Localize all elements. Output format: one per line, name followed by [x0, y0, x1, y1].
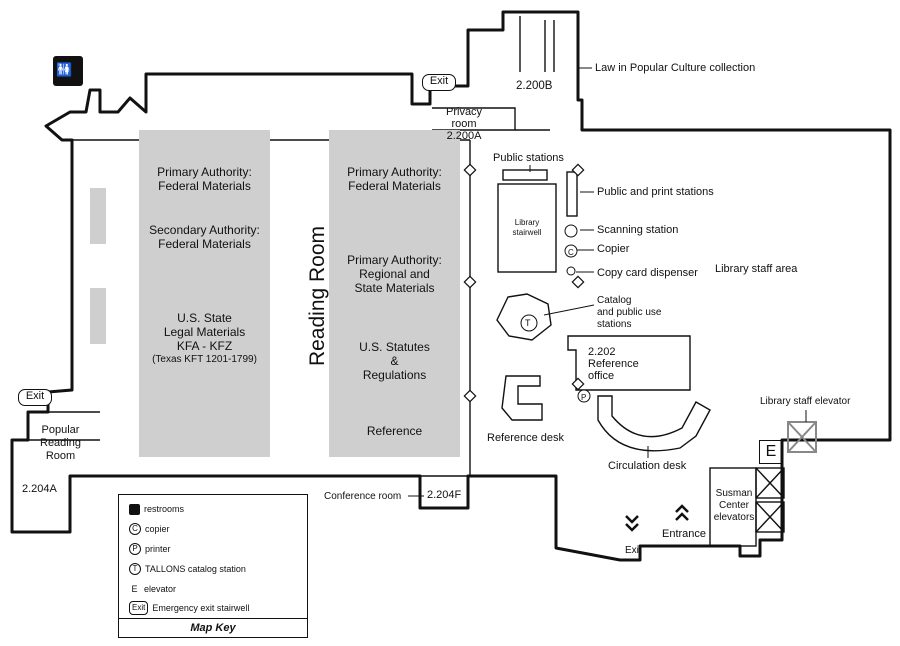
library-staff-area: Library staff area	[715, 263, 798, 275]
shelf-label-left-2: Secondary Authority:Federal Materials	[149, 223, 260, 251]
elevator-symbol: E	[759, 440, 783, 464]
copy-card-dispenser-label: Copy card dispenser	[597, 267, 698, 279]
key-row-catalog: T TALLONS catalog station	[129, 563, 246, 575]
restroom-key-icon	[129, 503, 140, 515]
copier-key-icon: C	[129, 523, 141, 535]
reference-desk-shape	[501, 375, 543, 421]
reference-desk-label: Reference desk	[487, 432, 565, 444]
staff-elevator	[787, 421, 817, 453]
room-2204a: 2.204A	[22, 483, 57, 495]
circulation-desk-shape	[597, 395, 711, 452]
shelf-block-right	[329, 130, 460, 457]
key-row-exit: Exit Emergency exit stairwell	[129, 601, 249, 615]
exit-arrow-label: Exit	[625, 545, 642, 556]
map-key: restrooms C copier P printer T TALLONS c…	[118, 494, 308, 638]
key-row-elevator: E elevator	[129, 583, 176, 595]
shelf-label-right-1: Primary Authority:Federal Materials	[347, 165, 442, 193]
room-2200b: 2.200B	[516, 80, 553, 92]
key-row-copier: C copier	[129, 523, 170, 535]
shelf-label-right-4: Reference	[366, 424, 423, 438]
printer-key-icon: P	[129, 543, 141, 555]
public-print-stations-label: Public and print stations	[597, 186, 714, 198]
exit-stair-key-icon: Exit	[129, 601, 149, 615]
entrance-label: Entrance	[662, 528, 707, 540]
emergency-exit-left: Exit	[18, 389, 52, 406]
restroom-icon-map	[53, 56, 83, 86]
catalog-hexagon	[496, 293, 552, 341]
catalog-key-icon: T	[129, 563, 141, 575]
circulation-desk-label: Circulation desk	[608, 460, 687, 472]
restroom-icon: 🚻	[56, 62, 73, 77]
outer-wall	[10, 10, 892, 562]
library-staff-elevator-label: Library staff elevator	[760, 396, 851, 407]
shelf-label-left-1: Primary Authority:Federal Materials	[157, 165, 252, 193]
reading-room-label: Reading Room	[306, 225, 330, 367]
law-popular-culture-label: Law in Popular Culture collection	[595, 62, 756, 74]
printer-icon: P	[581, 393, 587, 402]
conference-room: Conference room	[324, 491, 402, 502]
emergency-exit-top: Exit	[422, 74, 456, 91]
room-2204f: 2.204F	[427, 489, 462, 501]
key-row-restrooms: restrooms	[129, 503, 184, 515]
map-key-title: Map Key	[119, 618, 307, 637]
catalog-station-icon: T	[525, 318, 531, 328]
public-stations-label: Public stations	[493, 152, 564, 164]
elevator-key-icon: E	[131, 584, 138, 594]
shelf-block-left	[139, 130, 270, 457]
key-row-printer: P printer	[129, 543, 171, 555]
scanning-station-label: Scanning station	[597, 224, 679, 236]
copier-icon: C	[568, 248, 574, 257]
copier-label: Copier	[597, 243, 630, 255]
shelf-label-right-3: U.S. Statutes&Regulations	[359, 340, 430, 382]
stairwell-outline	[497, 183, 557, 273]
